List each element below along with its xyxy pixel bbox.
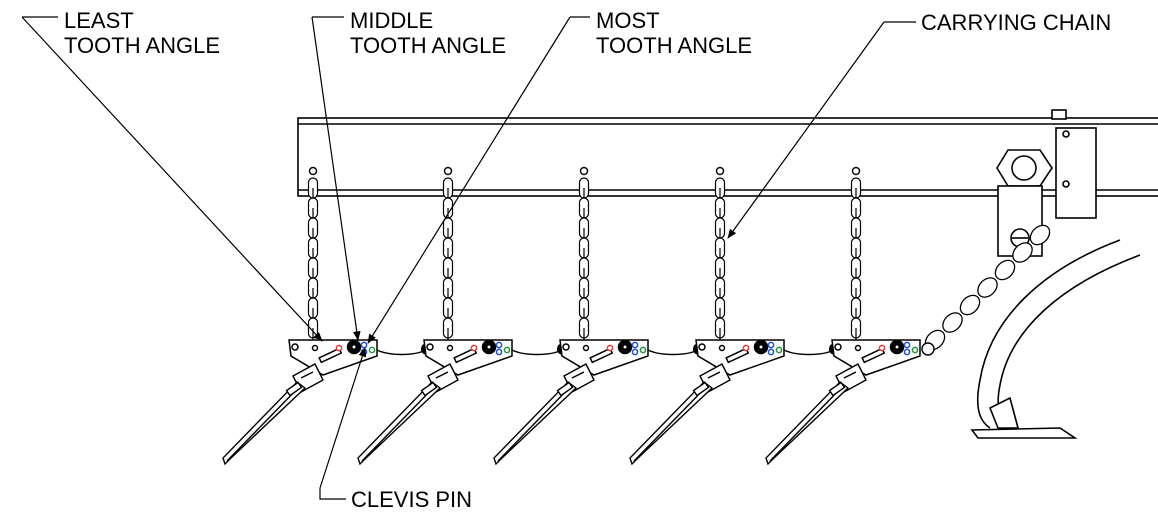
carrying-chain-leader (727, 21, 885, 239)
harrow-tine (222, 363, 324, 466)
most-angle-hole (368, 346, 376, 354)
most-label-line2: TOOTH ANGLE (596, 33, 753, 58)
section-link (647, 349, 699, 356)
harrow-tine (493, 363, 595, 466)
tooth-bar-plate (288, 339, 378, 376)
clevis-pin-label: CLEVIS PIN (351, 487, 473, 512)
chain-link (959, 294, 981, 316)
middle-angle-leader (311, 16, 361, 341)
most-angle-hole (639, 346, 647, 354)
middle-tooth-angle-label: MIDDLE TOOTH ANGLE (350, 8, 506, 58)
carrying-chain (442, 177, 454, 348)
most-label-line1: MOST (596, 8, 660, 33)
middle-angle-hole (767, 341, 775, 349)
tooth-bar-plate (695, 339, 785, 376)
chain-anchor (851, 166, 861, 176)
clevis-pin (921, 342, 935, 356)
middle-label-line1: MIDDLE (350, 8, 434, 33)
least-angle-leader (21, 16, 323, 342)
chain-link (942, 312, 963, 333)
least-tooth-angle-label: LEAST TOOTH ANGLE (64, 8, 220, 58)
harrow-tine (765, 363, 867, 466)
most-angle-hole (911, 346, 919, 354)
carrying-chain (307, 177, 319, 348)
carrying-chain-label: CARRYING CHAIN (921, 10, 1112, 35)
least-angle-hole (335, 344, 343, 352)
least-angle-hole (878, 344, 886, 352)
most-tooth-angle-label: MOST TOOTH ANGLE (596, 8, 752, 58)
chain-link (994, 259, 1016, 281)
middle-angle-hole (903, 341, 911, 349)
shank (970, 239, 1141, 439)
section-link (511, 349, 563, 356)
clevis-pin-leader (319, 347, 367, 489)
least-angle-hole (742, 344, 750, 352)
least-angle-hole (470, 344, 478, 352)
section-link (783, 349, 835, 356)
carrying-chain (850, 177, 862, 348)
most-angle-hole (775, 346, 783, 354)
harrow-tine (629, 363, 731, 466)
least-label-line1: LEAST (64, 8, 134, 33)
tooth-bar-plate (831, 339, 921, 376)
leader-lines (21, 16, 916, 500)
harrow-tine (357, 363, 459, 466)
chain-anchor (579, 166, 589, 176)
chain-anchor (308, 166, 318, 176)
shank-mount-bracket (996, 127, 1097, 257)
chain-link (1029, 224, 1051, 246)
harrow-section (357, 166, 569, 466)
most-angle-leader (367, 16, 571, 344)
chain-anchor (443, 166, 453, 176)
harrow-section (629, 166, 841, 466)
most-angle-hole (503, 346, 511, 354)
least-angle-hole (606, 344, 614, 352)
section-link (376, 349, 427, 356)
middle-label-line2: TOOTH ANGLE (350, 33, 507, 58)
lead-chain (924, 224, 1051, 351)
middle-angle-hole (631, 341, 639, 349)
carrying-chain (714, 177, 726, 348)
chain-anchor (715, 166, 725, 176)
middle-angle-hole (360, 341, 368, 349)
tooth-bar-plate (423, 339, 513, 376)
chain-link (977, 277, 998, 298)
carrying-chain (578, 177, 590, 348)
least-label-line2: TOOTH ANGLE (64, 33, 221, 58)
harrow-section (765, 166, 935, 466)
chain-link (1012, 242, 1033, 263)
middle-angle-hole (495, 341, 503, 349)
tooth-bar-plate (559, 339, 649, 376)
